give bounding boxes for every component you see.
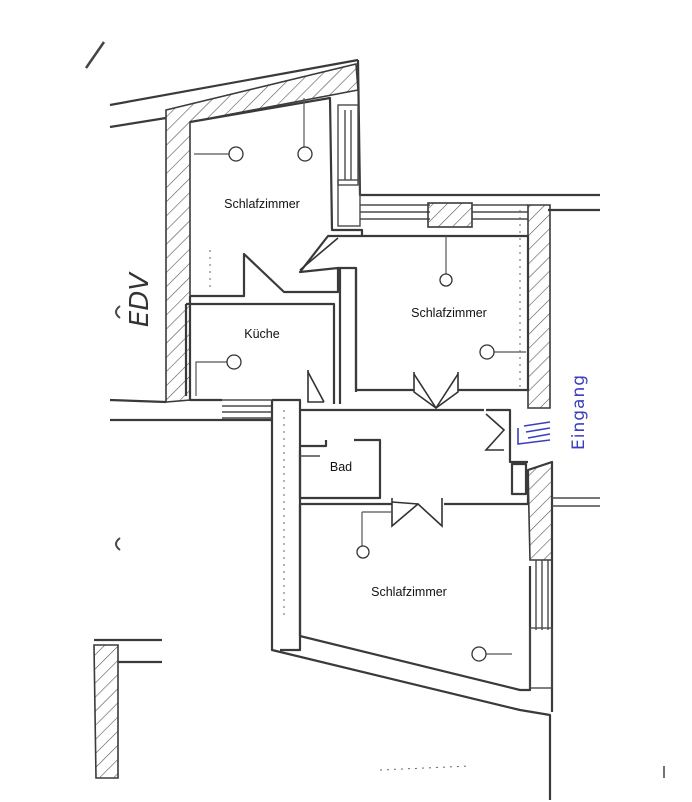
- room-label-bedroom-bottom: Schlafzimmer: [371, 585, 447, 599]
- room-label-bedroom-top: Schlafzimmer: [224, 197, 300, 211]
- electrical-outlet-icon: [228, 146, 244, 162]
- bedroom-top-walls: [189, 96, 364, 298]
- room-label-kitchen: Küche: [244, 327, 279, 341]
- outlets: [226, 146, 495, 662]
- electrical-outlet-icon: [471, 646, 487, 662]
- outer-walls-left: [93, 398, 552, 800]
- scan-mark: [115, 305, 121, 319]
- electrical-outlet-icon: [439, 273, 453, 287]
- electrical-outlet-icon: [356, 545, 370, 559]
- hall-and-bath-walls: [298, 408, 600, 712]
- bedroom-middle-walls: [338, 234, 530, 404]
- doors: [299, 237, 506, 528]
- scan-mark: [115, 537, 121, 551]
- kitchen-walls: [184, 296, 336, 419]
- annotation-edv: EDV: [125, 271, 155, 327]
- annotation-entrance: Eingang: [569, 374, 589, 450]
- electrical-outlet-icon: [226, 354, 242, 370]
- electrical-outlet-icon: [297, 146, 313, 162]
- scan-noise-lines: [209, 210, 521, 771]
- room-label-bedroom-middle: Schlafzimmer: [411, 306, 487, 320]
- scan-corner-mark: [84, 41, 106, 69]
- entrance-arrow-icon: [517, 421, 551, 445]
- room-label-bathroom: Bad: [330, 460, 352, 474]
- electrical-outlet-icon: [479, 344, 495, 360]
